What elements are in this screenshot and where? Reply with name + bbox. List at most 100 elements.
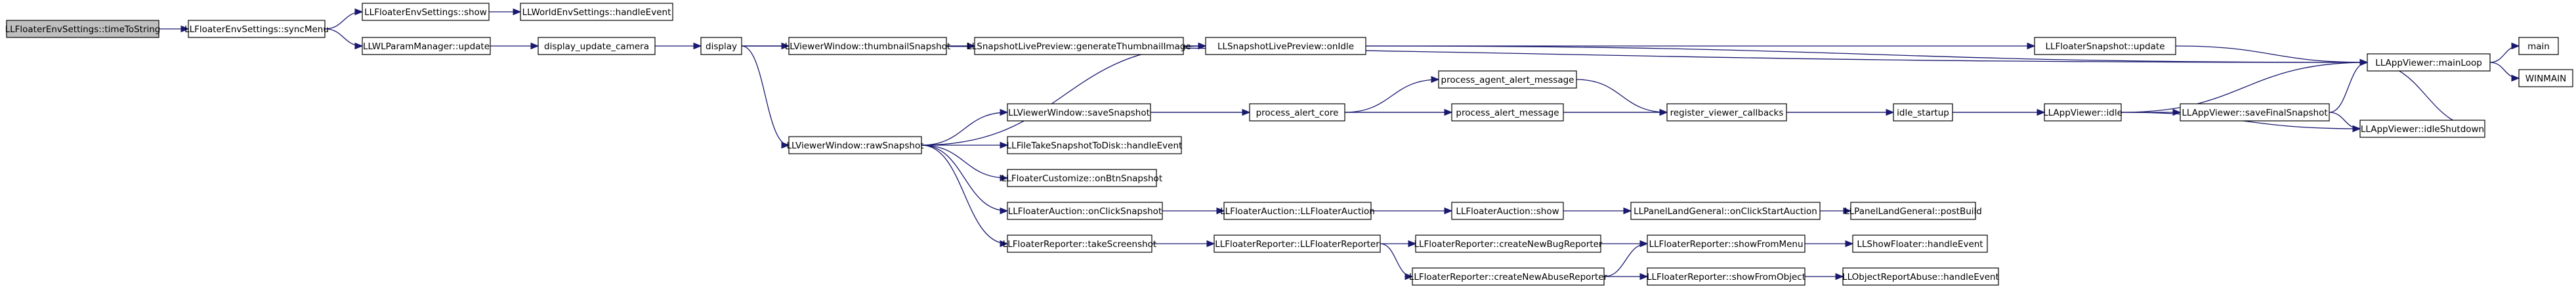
node-box xyxy=(2359,120,2485,138)
node-label: LLFloaterAuction::onClickSnapshot xyxy=(1008,206,1162,217)
node-box xyxy=(2518,69,2573,87)
node-box xyxy=(788,37,947,55)
arrowhead xyxy=(1639,240,1649,248)
edge-llfloaterenvsettings-syncmenu-to-llfloaterenvsettings-show xyxy=(324,8,364,30)
node-label: LLSnapshotLivePreview::generateThumbnail… xyxy=(967,41,1191,52)
arrowhead xyxy=(2359,58,2369,66)
node-label: LLWLParamManager::update xyxy=(363,41,490,52)
node-main[interactable]: main xyxy=(2518,37,2559,55)
node-box xyxy=(2180,103,2330,122)
node-llfloaterenvsettings-show[interactable]: LLFloaterEnvSettings::show xyxy=(362,3,490,21)
node-llfloaterreporter-createnewabusereporter[interactable]: LLFloaterReporter::createNewAbuseReporte… xyxy=(1409,267,1608,286)
node-box xyxy=(1842,267,1999,286)
arrowhead xyxy=(1408,240,1417,248)
node-llobjectreportabuse-handleevent[interactable]: LLObjectReportAbuse::handleEvent xyxy=(1842,267,1999,286)
node-label: LLFileTakeSnapshotToDisk::handleEvent xyxy=(1007,141,1183,151)
node-llpanellandgeneral-postbuild[interactable]: LLPanelLandGeneral::postBuild xyxy=(1844,202,1982,220)
node-process-alert-message[interactable]: process_alert_message xyxy=(1451,103,1564,122)
edge-display-to-llviewerwindow-rawsnapshot xyxy=(741,45,790,149)
edge-llfloaterreporter-showfromobject-to-llobjectreportabuse-handleevent xyxy=(1804,273,1844,280)
edge-line xyxy=(921,45,1206,146)
node-label: LLPanelLandGeneral::onClickStartAuction xyxy=(1634,206,1817,217)
node-llshowfloater-handleevent[interactable]: LLShowFloater::handleEvent xyxy=(1852,235,1988,253)
node-display-update-camera[interactable]: display_update_camera xyxy=(538,37,656,55)
node-llappviewer-mainloop[interactable]: LLAppViewer::mainLoop xyxy=(2367,53,2491,72)
node-label: LLViewerWindow::saveSnapshot xyxy=(1008,108,1150,118)
node-llfiletakesnapshottodisk-handleevent[interactable]: LLFileTakeSnapshotToDisk::handleEvent xyxy=(1007,136,1183,154)
node-llfloaterenvsettings-timetostring[interactable]: LLFloaterEnvSettings::timeToString xyxy=(5,20,161,38)
node-box xyxy=(1007,235,1152,253)
node-llfloaterreporter-takescreenshot[interactable]: LLFloaterReporter::takeScreenshot xyxy=(1003,235,1156,253)
node-llwlparammanager-update[interactable]: LLWLParamManager::update xyxy=(362,37,491,55)
node-llsnapshotlivepreview-onidle[interactable]: LLSnapshotLivePreview::onIdle xyxy=(1205,37,1366,55)
node-idle-startup[interactable]: idle_startup xyxy=(1893,103,1953,122)
node-display[interactable]: display xyxy=(700,37,742,55)
node-label: display xyxy=(706,41,737,52)
node-box xyxy=(1852,235,1988,253)
node-llviewerwindow-savesnapshot[interactable]: LLViewerWindow::saveSnapshot xyxy=(1007,103,1151,122)
edge-llviewerwindow-savesnapshot-to-llappviewer-savefinalsnapshot xyxy=(1151,108,2182,116)
node-box xyxy=(700,37,742,55)
edge-line xyxy=(921,145,1008,179)
node-llfloaterauction-show[interactable]: LLFloaterAuction::show xyxy=(1451,202,1564,220)
node-llviewerwindow-rawsnapshot[interactable]: LLViewerWindow::rawSnapshot xyxy=(786,136,924,154)
node-llfloaterauction-llfloaterauction[interactable]: LLFloaterAuction::LLFloaterAuction xyxy=(1220,202,1375,220)
edge-line xyxy=(2329,112,2361,129)
arrowhead xyxy=(1639,273,1649,280)
node-box xyxy=(1205,37,1366,55)
node-process-alert-core[interactable]: process_alert_core xyxy=(1249,103,1345,122)
node-box xyxy=(1223,202,1372,220)
edge-llwlparammanager-update-to-display-update-camera xyxy=(490,42,539,50)
node-llappviewer-idle[interactable]: LLAppViewer::idle xyxy=(2043,103,2122,122)
node-llfloatercustomize-onbtnsnapshot[interactable]: LLFloaterCustomize::onBtnSnapshot xyxy=(1002,169,1162,187)
node-box xyxy=(538,37,656,55)
node-llpanellandgeneral-onclickstartauction[interactable]: LLPanelLandGeneral::onClickStartAuction xyxy=(1630,202,1821,220)
node-box xyxy=(520,3,673,21)
edge-llviewerwindow-rawsnapshot-to-llsnapshotlivepreview-onidle xyxy=(921,42,1207,146)
edge-line xyxy=(2489,45,2520,63)
edge-llfloaterenvsettings-syncmenu-to-llwlparammanager-update xyxy=(324,28,364,50)
arrowhead xyxy=(513,8,522,16)
node-process-agent-alert-message[interactable]: process_agent_alert_message xyxy=(1438,70,1577,89)
node-label: LLFloaterEnvSettings::timeToString xyxy=(5,24,161,35)
node-llappviewer-savefinalsnapshot[interactable]: LLAppViewer::saveFinalSnapshot xyxy=(2180,103,2330,122)
arrowhead xyxy=(354,8,364,16)
edge-line xyxy=(1576,79,1668,113)
node-label: LLWorldEnvSettings::handleEvent xyxy=(522,7,671,18)
node-box xyxy=(2518,37,2559,55)
edge-llpanellandgeneral-onclickstartauction-to-llpanellandgeneral-postbuild xyxy=(1820,207,1852,215)
node-llfloaterenvsettings-syncmenu[interactable]: LLFloaterEnvSettings::syncMenu xyxy=(184,20,329,38)
node-llworldenvsettings-handleevent[interactable]: LLWorldEnvSettings::handleEvent xyxy=(520,3,673,21)
edge-llviewerwindow-rawsnapshot-to-llfloaterreporter-takescreenshot xyxy=(921,145,1009,248)
edge-llviewerwindow-rawsnapshot-to-llfloaterauction-onclicksnapshot xyxy=(921,145,1009,215)
node-box xyxy=(1214,235,1381,253)
arrowhead xyxy=(2172,108,2182,116)
node-llfloaterreporter-showfromobject[interactable]: LLFloaterReporter::showFromObject xyxy=(1647,267,1805,286)
edge-llfloaterreporter-takescreenshot-to-llfloaterreporter-llfloaterreporter xyxy=(1151,240,1215,248)
node-label: LLFloaterReporter::showFromMenu xyxy=(1649,239,1803,250)
node-register-viewer-callbacks[interactable]: register_viewer_callbacks xyxy=(1666,103,1787,122)
node-label: LLFloaterReporter::takeScreenshot xyxy=(1003,239,1156,250)
node-llfloaterauction-onclicksnapshot[interactable]: LLFloaterAuction::onClickSnapshot xyxy=(1007,202,1163,220)
edge-line xyxy=(1603,243,1648,277)
node-winmain[interactable]: WINMAIN xyxy=(2518,69,2573,87)
node-box xyxy=(1647,267,1805,286)
arrowhead xyxy=(1623,207,1632,215)
edge-llappviewer-savefinalsnapshot-to-llappviewer-mainloop xyxy=(2329,58,2369,113)
node-label: WINMAIN xyxy=(2525,74,2566,84)
node-llviewerwindow-thumbnailsnapshot[interactable]: LLViewerWindow::thumbnailSnapshot xyxy=(785,37,951,55)
node-box xyxy=(1249,103,1345,122)
arrowhead xyxy=(1206,240,1215,248)
node-llfloaterreporter-llfloaterreporter[interactable]: LLFloaterReporter::LLFloaterReporter xyxy=(1214,235,1381,253)
node-llfloatersnapshot-update[interactable]: LLFloaterSnapshot::update xyxy=(2034,37,2176,55)
node-llfloaterreporter-showfrommenu[interactable]: LLFloaterReporter::showFromMenu xyxy=(1647,235,1805,253)
node-box xyxy=(974,37,1184,55)
node-llsnapshotlivepreview-generatethumbnailimage[interactable]: LLSnapshotLivePreview::generateThumbnail… xyxy=(967,37,1191,55)
node-llappviewer-idleshutdown[interactable]: LLAppViewer::idleShutdown xyxy=(2359,120,2485,138)
edge-line xyxy=(921,112,1008,146)
arrowhead xyxy=(1000,174,1009,182)
arrowhead xyxy=(180,25,190,33)
node-llfloaterreporter-createnewbugreporter[interactable]: LLFloaterReporter::createNewBugReporter xyxy=(1414,235,1603,253)
node-box xyxy=(1007,136,1182,154)
